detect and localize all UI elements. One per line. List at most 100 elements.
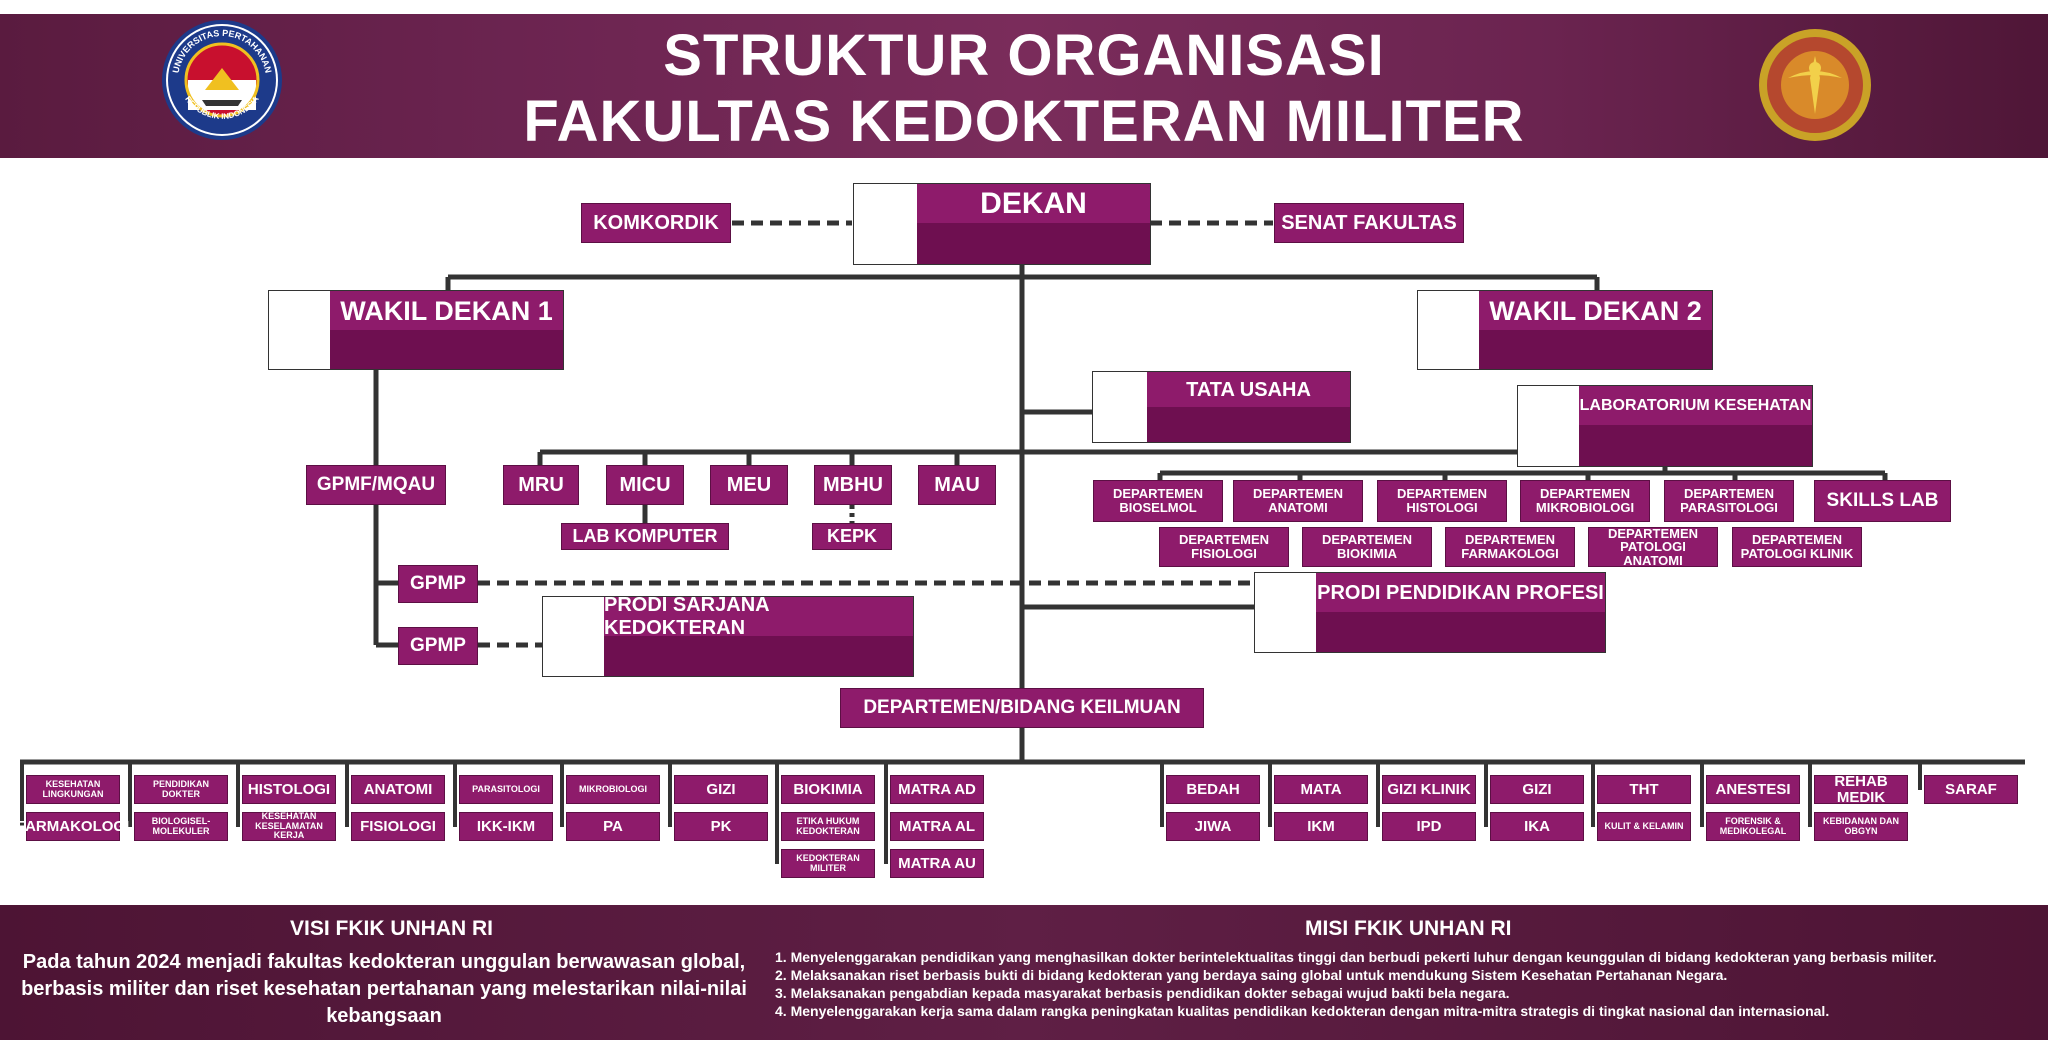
department-box: IKK-IKM (459, 812, 553, 841)
department-box: KEDOKTERAN MILITER (781, 849, 875, 878)
department-box: PENDIDIKAN DOKTER (134, 775, 228, 804)
department-box: MATA (1274, 775, 1368, 804)
department-box: ANESTESI (1706, 775, 1800, 804)
lab-department-box: DEPARTEMEN FISIOLOGI (1159, 527, 1289, 567)
prodi-sarjana-subpanel (604, 636, 913, 676)
wakil-dekan-1-title: WAKIL DEKAN 1 (330, 291, 563, 331)
department-box: BIOLOGISEL-MOLEKULER (134, 812, 228, 841)
department-box: ANATOMI (351, 775, 445, 804)
gpmf-mqau-box: GPMF/MQAU (306, 465, 446, 505)
kepk-box: KEPK (812, 523, 892, 550)
department-box: PK (674, 812, 768, 841)
komkordik-box: KOMKORDIK (581, 203, 731, 243)
lab-department-box: DEPARTEMEN BIOKIMIA (1302, 527, 1432, 567)
department-box: MATRA AL (890, 812, 984, 841)
photo-placeholder (543, 597, 606, 676)
lab-komputer-box: LAB KOMPUTER (561, 523, 729, 550)
photo-placeholder (1093, 372, 1149, 442)
dekan-title: DEKAN (917, 184, 1150, 224)
department-box: MATRA AD (890, 775, 984, 804)
laboratorium-kesehatan-subpanel (1579, 425, 1812, 466)
visi-text: Pada tahun 2024 menjadi fakultas kedokte… (21, 951, 747, 1027)
department-box: KEBIDANAN DAN OBGYN (1814, 812, 1908, 841)
wakil-dekan-1-box: WAKIL DEKAN 1 (268, 290, 564, 370)
gpmp-box-2: GPMP (398, 627, 478, 665)
prodi-sarjana-box: PRODI SARJANA KEDOKTERAN (542, 594, 914, 677)
department-box: IKA (1490, 812, 1584, 841)
lab-department-box: DEPARTEMEN FARMAKOLOGI (1445, 527, 1575, 567)
prodi-profesi-box: PRODI PENDIDIKAN PROFESI (1254, 572, 1606, 653)
department-box: FORENSIK & MEDIKOLEGAL (1706, 812, 1800, 841)
senat-fakultas-box: SENAT FAKULTAS (1274, 203, 1464, 243)
department-box: ETIKA HUKUM KEDOKTERAN (781, 812, 875, 841)
misi-title: MISI FKIK UNHAN RI (1305, 917, 1512, 940)
photo-placeholder (269, 291, 332, 369)
department-box: FARMAKOLOGI (17, 812, 129, 841)
prodi-profesi-subpanel (1316, 612, 1605, 652)
laboratorium-kesehatan-box: LABORATORIUM KESEHATAN (1517, 385, 1813, 467)
photo-placeholder (854, 184, 919, 264)
mau-box: MAU (918, 465, 996, 505)
department-box: HISTOLOGI (242, 775, 336, 804)
tata-usaha-subpanel (1147, 407, 1350, 442)
wakil-dekan-2-subpanel (1479, 330, 1712, 369)
wakil-dekan-2-title: WAKIL DEKAN 2 (1479, 291, 1712, 331)
department-box: FISIOLOGI (351, 812, 445, 841)
lab-department-box: DEPARTEMEN PATOLOGI KLINIK (1732, 527, 1862, 567)
wakil-dekan-2-box: WAKIL DEKAN 2 (1417, 290, 1713, 370)
misi-item-3: 3. Melaksanakan pengabdian kepada masyar… (775, 985, 1510, 1001)
page-title-line1: STRUKTUR ORGANISASI (663, 23, 1385, 88)
department-box: KESEHATAN LINGKUNGAN (26, 775, 120, 804)
department-box: REHAB MEDIK (1814, 773, 1908, 805)
department-box: GIZI KLINIK (1382, 775, 1476, 804)
prodi-sarjana-title: PRODI SARJANA KEDOKTERAN (604, 594, 913, 639)
gpmp-box-1: GPMP (398, 565, 478, 603)
lab-department-box: DEPARTEMEN MIKROBIOLOGI (1520, 480, 1650, 522)
laboratorium-kesehatan-title: LABORATORIUM KESEHATAN (1579, 386, 1812, 426)
unhan-logo: UNIVERSITAS PERTAHANAN REPUBLIK INDONESI… (162, 20, 282, 140)
lab-department-box: DEPARTEMEN BIOSELMOL (1093, 480, 1223, 522)
department-box: PARASITOLOGI (459, 775, 553, 804)
visi-title: VISI FKIK UNHAN RI (290, 917, 494, 940)
dekan-subpanel (917, 223, 1150, 264)
misi-item-1: 1. Menyelenggarakan pendidikan yang meng… (775, 949, 1937, 965)
department-box: BEDAH (1166, 775, 1260, 804)
header-banner: STRUKTUR ORGANISASI FAKULTAS KEDOKTERAN … (0, 14, 2048, 158)
department-box: GIZI (674, 775, 768, 804)
department-box: GIZI (1490, 775, 1584, 804)
lab-department-box: DEPARTEMEN HISTOLOGI (1377, 480, 1507, 522)
page-title-line2: FAKULTAS KEDOKTERAN MILITER (523, 89, 1525, 154)
dekan-box: DEKAN (853, 183, 1151, 265)
department-box: MATRA AU (890, 849, 984, 878)
department-box: MIKROBIOLOGI (566, 775, 660, 804)
lab-department-box: DEPARTEMEN ANATOMI (1233, 480, 1363, 522)
photo-placeholder (1255, 573, 1318, 652)
department-box: IPD (1382, 812, 1476, 841)
department-box: IKM (1274, 812, 1368, 841)
department-box: THT (1597, 775, 1691, 804)
department-box: KESEHATAN KESELAMATAN KERJA (242, 812, 336, 841)
tata-usaha-box: TATA USAHA (1092, 371, 1351, 443)
photo-placeholder (1518, 386, 1581, 466)
tata-usaha-title: TATA USAHA (1147, 372, 1350, 408)
micu-box: MICU (606, 465, 684, 505)
prodi-profesi-title: PRODI PENDIDIKAN PROFESI (1316, 573, 1605, 613)
defense-university-logo (1759, 29, 1871, 141)
photo-placeholder (1418, 291, 1481, 369)
lab-department-box: DEPARTEMEN PARASITOLOGI (1664, 480, 1794, 522)
lab-department-box: DEPARTEMEN PATOLOGI ANATOMI (1588, 526, 1718, 567)
misi-item-2: 2. Melaksanakan riset berbasis bukti di … (775, 967, 1728, 983)
department-box: KULIT & KELAMIN (1597, 812, 1691, 841)
department-box: SARAF (1924, 775, 2018, 804)
mbhu-box: MBHU (814, 465, 892, 505)
meu-box: MEU (710, 465, 788, 505)
departemen-bidang-keilmuan-box: DEPARTEMEN/BIDANG KEILMUAN (840, 688, 1204, 728)
department-box: JIWA (1166, 812, 1260, 841)
lab-department-box: SKILLS LAB (1814, 480, 1951, 522)
footer-banner: VISI FKIK UNHAN RI Pada tahun 2024 menja… (0, 905, 2048, 1040)
department-box: BIOKIMIA (781, 775, 875, 804)
mru-box: MRU (503, 465, 579, 505)
misi-item-4: 4. Menyelenggarakan kerja sama dalam ran… (775, 1003, 1830, 1019)
department-box: PA (566, 812, 660, 841)
